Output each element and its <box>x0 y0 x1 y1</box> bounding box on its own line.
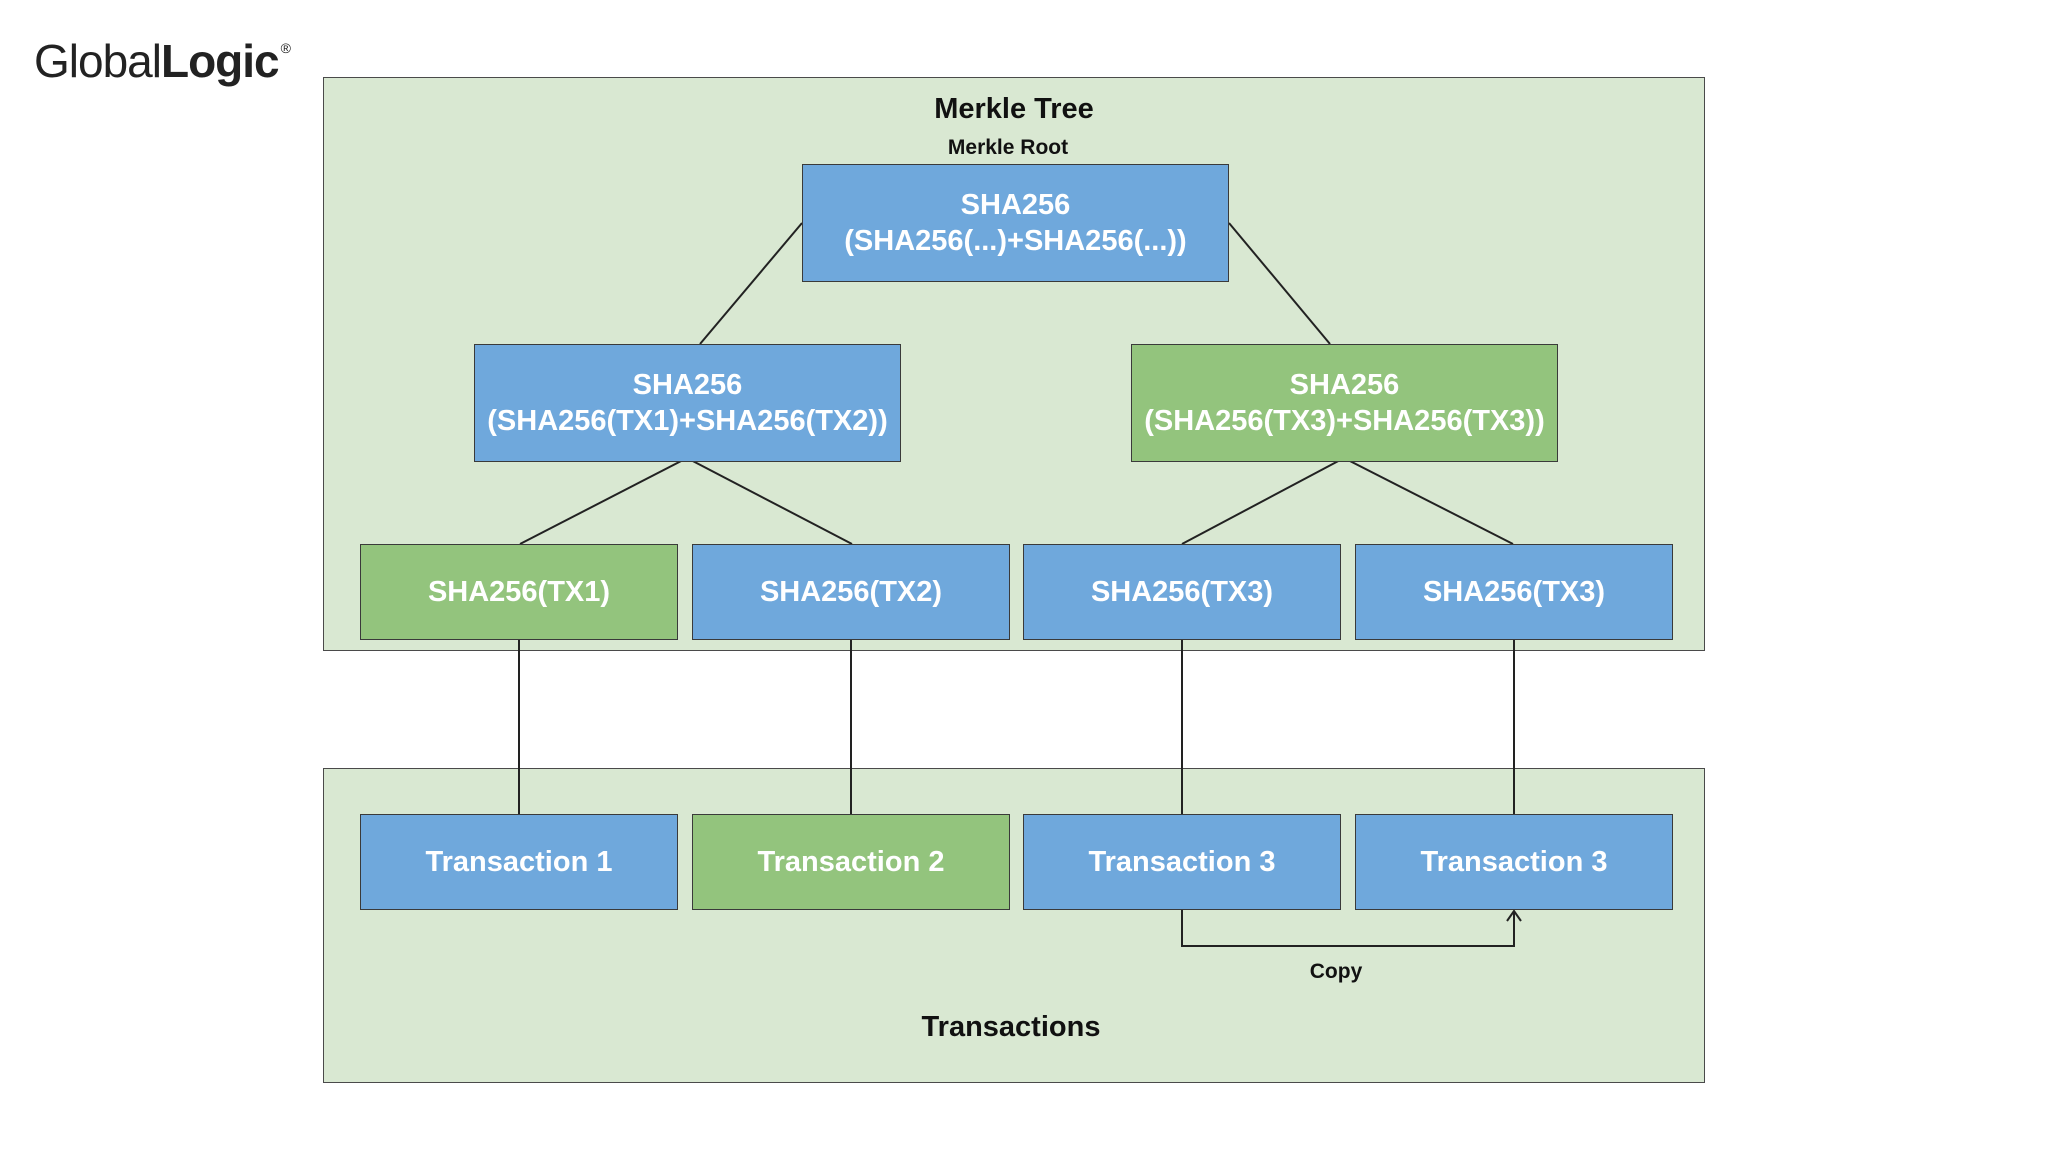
merkle-tree-title: Merkle Tree <box>934 93 1094 125</box>
copy-label: Copy <box>1309 960 1363 983</box>
transaction-3: Transaction 3 <box>1023 814 1341 910</box>
logo-text-bold: Logic <box>160 35 280 87</box>
mid-right-line2: (SHA256(TX3)+SHA256(TX3)) <box>1144 405 1545 437</box>
mid-left-line1: SHA256 <box>632 368 743 401</box>
merkle-root-label: Merkle Root <box>947 136 1069 159</box>
root-node-line2: (SHA256(...)+SHA256(...)) <box>844 225 1187 257</box>
transaction-2: Transaction 2 <box>692 814 1010 910</box>
hash-node-tx1-tx2: SHA256 (SHA256(TX1)+SHA256(TX2)) <box>474 344 901 462</box>
root-node-line1: SHA256 <box>960 188 1071 221</box>
mid-right-line1: SHA256 <box>1289 368 1400 401</box>
transaction-3-copy: Transaction 3 <box>1355 814 1673 910</box>
transactions-title: Transactions <box>921 1011 1101 1043</box>
leaf-hash-tx3: SHA256(TX3) <box>1023 544 1341 640</box>
globallogic-logo: GlobalLogic® <box>34 34 291 88</box>
leaf-hash-tx1: SHA256(TX1) <box>360 544 678 640</box>
transaction-1: Transaction 1 <box>360 814 678 910</box>
leaf-hash-tx3-copy: SHA256(TX3) <box>1355 544 1673 640</box>
mid-left-line2: (SHA256(TX1)+SHA256(TX2)) <box>487 405 888 437</box>
hash-node-tx3-tx3: SHA256 (SHA256(TX3)+SHA256(TX3)) <box>1131 344 1558 462</box>
logo-text-light: Global <box>34 35 162 87</box>
merkle-root-node: SHA256 (SHA256(...)+SHA256(...)) <box>802 164 1229 282</box>
leaf-hash-tx2: SHA256(TX2) <box>692 544 1010 640</box>
logo-registered-mark: ® <box>280 40 291 56</box>
